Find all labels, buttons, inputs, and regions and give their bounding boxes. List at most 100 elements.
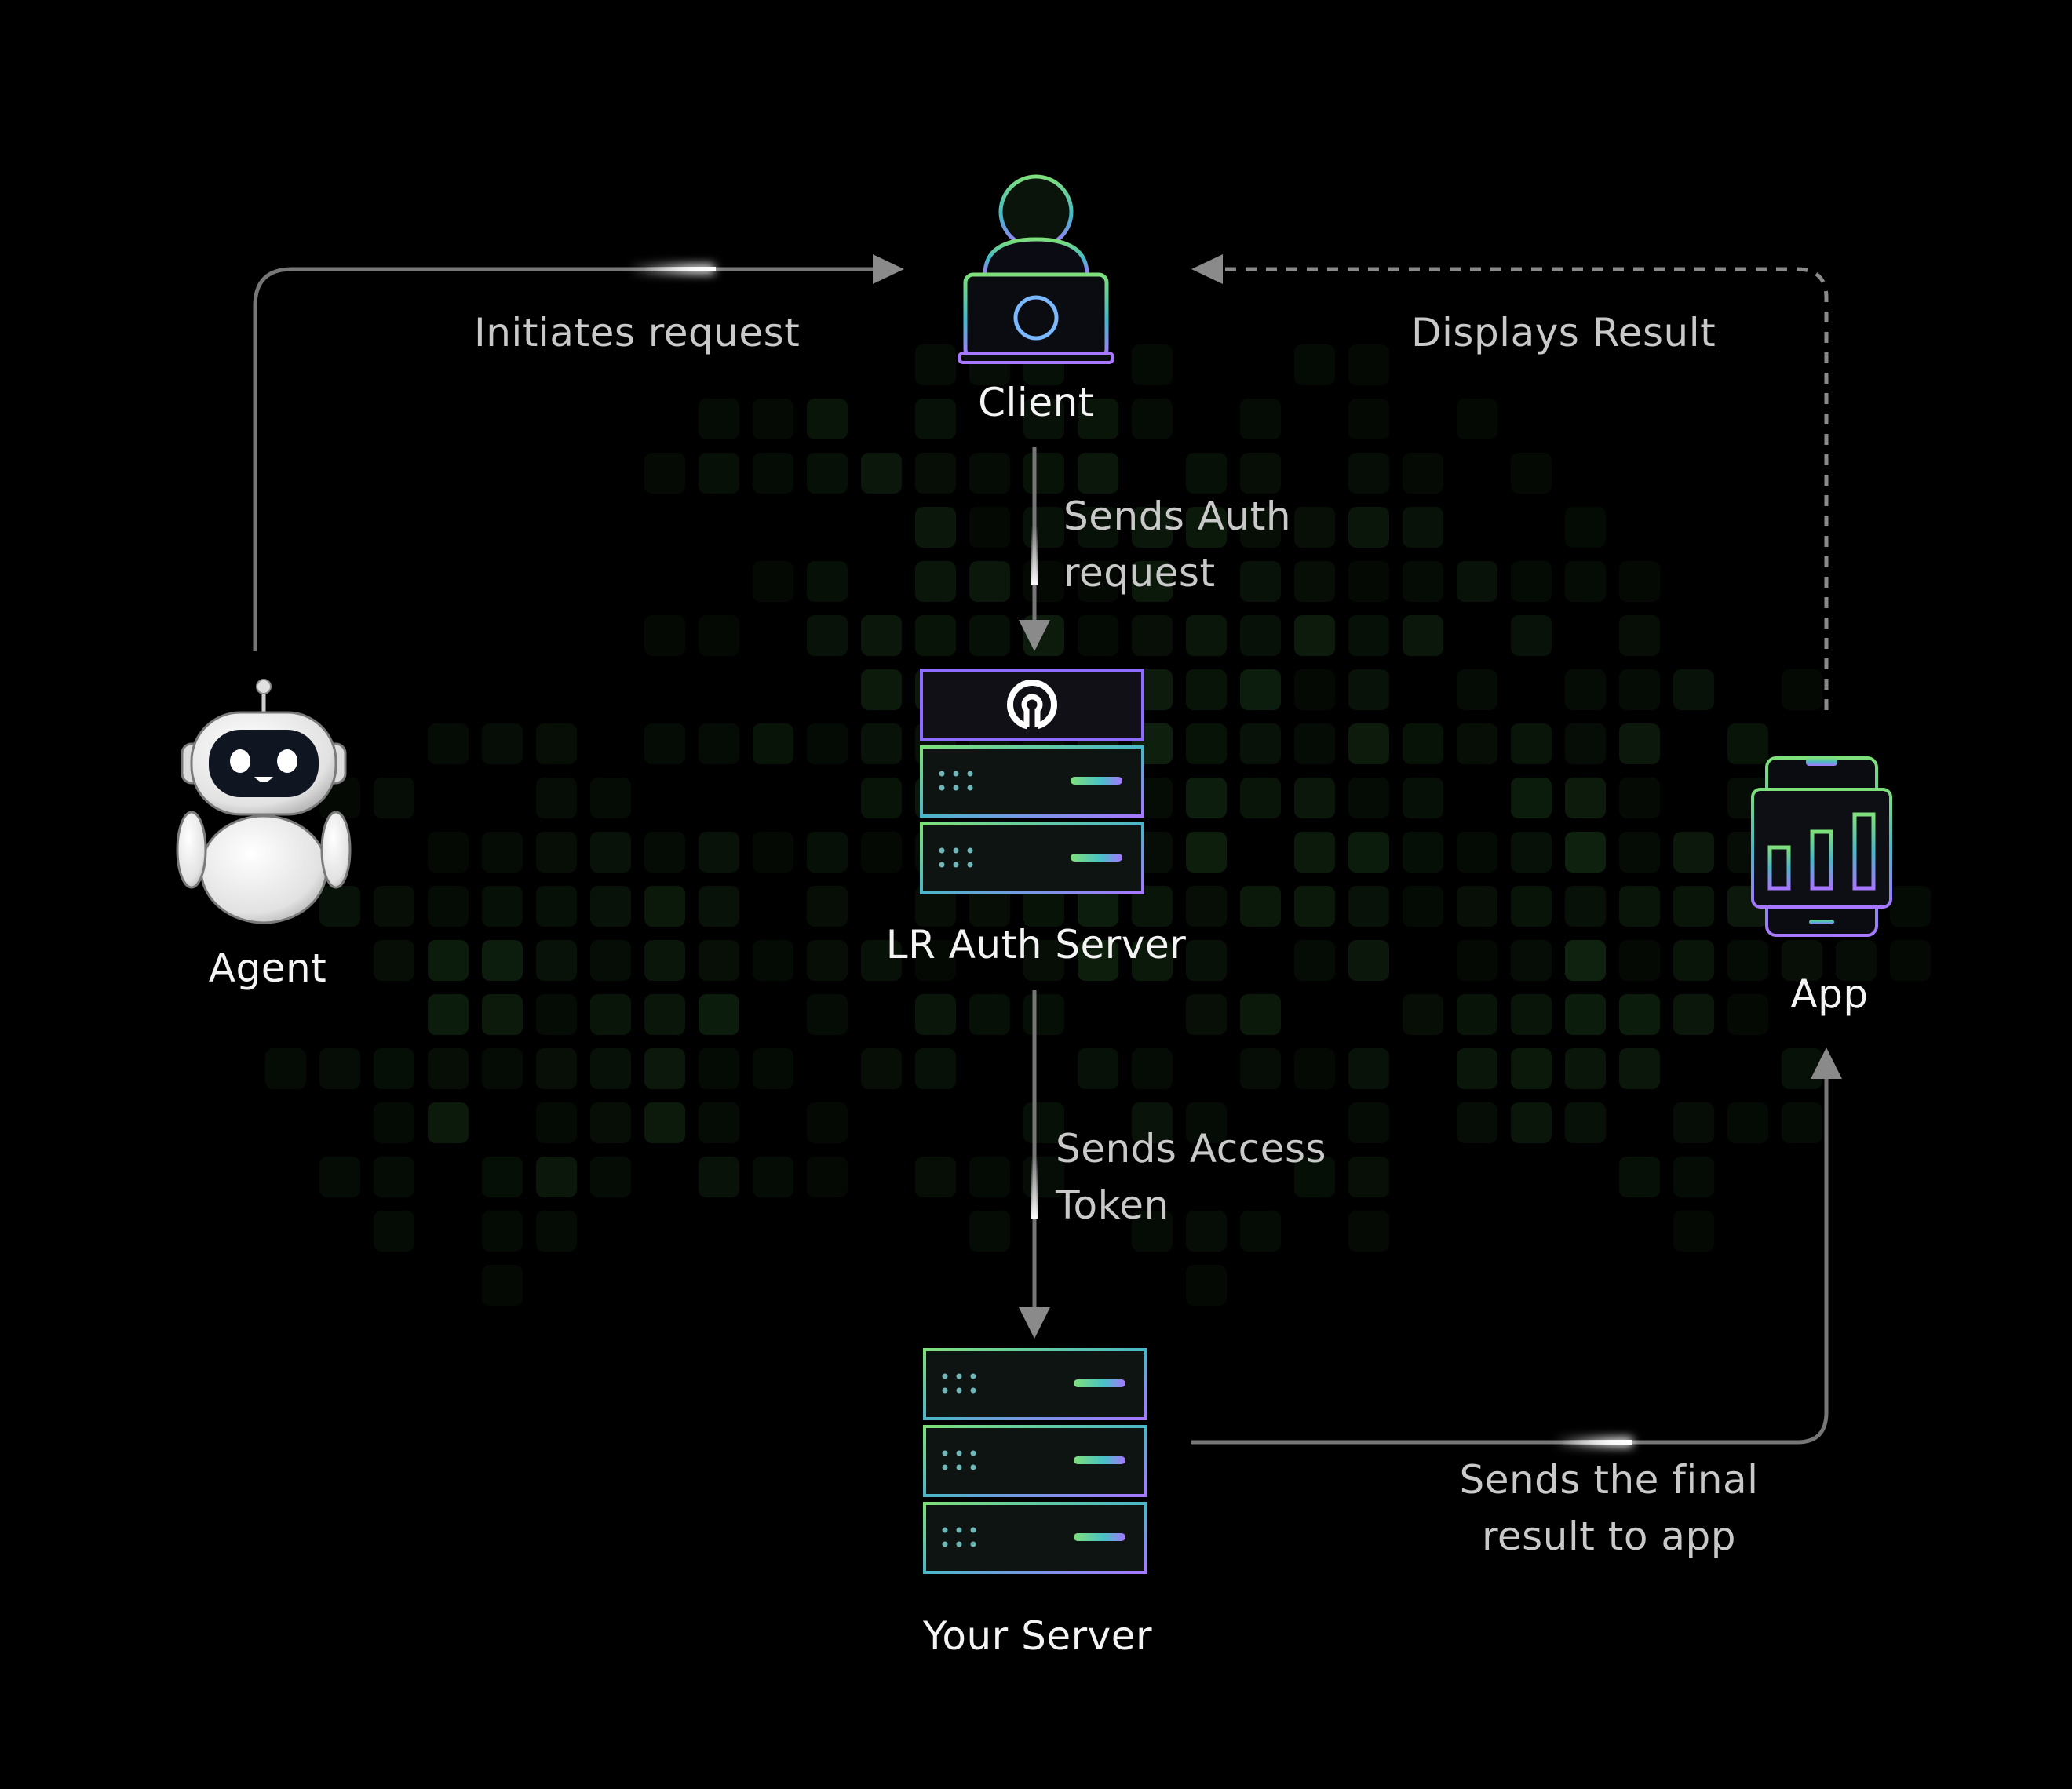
pixel-cell <box>1294 615 1335 656</box>
pixel-cell <box>482 994 523 1035</box>
pixel-cell <box>1240 723 1281 764</box>
pixel-cell <box>1078 886 1118 927</box>
pixel-cell <box>699 615 739 656</box>
pixel-cell <box>1294 886 1335 927</box>
pixel-cell <box>1348 723 1389 764</box>
pixel-cell <box>1294 1048 1335 1089</box>
pixel-cell <box>1619 778 1660 818</box>
pixel-cell <box>1186 1102 1227 1143</box>
pixel-cell <box>807 399 848 439</box>
edge-label-sends-access-token: Sends Access Token <box>1056 1126 1327 1228</box>
arrowhead-to-app <box>1811 1048 1842 1079</box>
edge-label-displays-result: Displays Result <box>1411 310 1716 355</box>
pixel-cell <box>1782 1102 1822 1143</box>
pixel-cell <box>969 561 1010 602</box>
pixel-cell <box>699 886 739 927</box>
pixel-cell <box>536 1157 577 1197</box>
pixel-cell <box>1294 669 1335 710</box>
pixel-cell <box>1565 778 1606 818</box>
pixel-cell <box>915 615 956 656</box>
pixel-cell <box>1294 561 1335 602</box>
app-label: App <box>1790 971 1869 1017</box>
pixel-cell <box>1403 453 1443 494</box>
pixel-cell <box>1403 507 1443 548</box>
pixel-cell <box>374 940 414 981</box>
pixel-cell <box>1565 1048 1606 1089</box>
pixel-cell <box>1403 561 1443 602</box>
pixel-cell <box>1511 1048 1552 1089</box>
pixel-cell <box>969 615 1010 656</box>
pixel-cell <box>915 561 956 602</box>
pixel-cell <box>1186 832 1227 873</box>
pixel-cell <box>861 615 902 656</box>
pixel-cell <box>1565 1102 1606 1143</box>
pixel-cell <box>1348 1102 1389 1143</box>
pixel-cell <box>1727 1102 1768 1143</box>
pixel-cell <box>1565 507 1606 548</box>
pixel-cell <box>1132 615 1173 656</box>
pixel-cell <box>1348 453 1389 494</box>
pixel-cell <box>1186 507 1227 548</box>
server-rack-icon <box>923 1348 1147 1574</box>
pixel-cell <box>1619 723 1660 764</box>
pixel-cell <box>1078 399 1118 439</box>
pixel-cell <box>644 1102 685 1143</box>
pixel-cell <box>1132 507 1173 548</box>
pixel-cell <box>374 1048 414 1089</box>
pixel-cell <box>482 1211 523 1252</box>
pixel-cell <box>1782 669 1822 710</box>
pixel-cell <box>319 1048 360 1089</box>
pixel-cell <box>1565 832 1606 873</box>
pixel-cell <box>807 723 848 764</box>
pixel-cell <box>590 1048 631 1089</box>
pixel-cell <box>1403 832 1443 873</box>
pixel-cell <box>1240 886 1281 927</box>
pixel-cell <box>1890 940 1931 981</box>
pixel-cell <box>536 994 577 1035</box>
pixel-cell <box>1240 994 1281 1035</box>
pixel-cell <box>1727 940 1768 981</box>
pixel-cell <box>1294 507 1335 548</box>
pixel-cell <box>590 886 631 927</box>
pixel-cell <box>1673 1157 1714 1197</box>
pixel-cell <box>1511 453 1552 494</box>
pixel-cell <box>1403 886 1443 927</box>
pixel-cell <box>1348 832 1389 873</box>
pixel-cell <box>915 1157 956 1197</box>
pixel-cell <box>1403 615 1443 656</box>
pixel-cell <box>1348 1048 1389 1089</box>
pixel-cell <box>1457 1102 1497 1143</box>
pixel-cell <box>969 1211 1010 1252</box>
pixel-cell <box>1565 561 1606 602</box>
pixel-cell <box>1186 994 1227 1035</box>
pixel-cell <box>536 723 577 764</box>
pixel-cell <box>1294 778 1335 818</box>
pixel-cell <box>1348 561 1389 602</box>
pixel-cell <box>753 832 793 873</box>
pixel-cell <box>1240 778 1281 818</box>
pixel-cell <box>915 344 956 385</box>
pixel-cell <box>536 1211 577 1252</box>
pixel-cell <box>861 453 902 494</box>
pixel-cell <box>807 453 848 494</box>
pixel-cell <box>536 778 577 818</box>
pixel-cell <box>753 940 793 981</box>
pixel-cell <box>590 1157 631 1197</box>
pixel-cell <box>1132 561 1173 602</box>
pixel-cell <box>1078 507 1118 548</box>
pixel-cell <box>807 561 848 602</box>
pixel-cell <box>1348 940 1389 981</box>
pixel-cell <box>1186 1265 1227 1306</box>
pixel-cell <box>265 1048 306 1089</box>
pixel-cell <box>1078 615 1118 656</box>
pixel-cell <box>861 723 902 764</box>
pixel-cell <box>536 1048 577 1089</box>
edge-label-sends-final-result: Sends the final result to app <box>1459 1457 1759 1559</box>
pixel-cell <box>1348 778 1389 818</box>
pixel-cell <box>1348 615 1389 656</box>
pixel-cell <box>536 1102 577 1143</box>
pixel-cell <box>861 832 902 873</box>
pixel-cell <box>1673 886 1714 927</box>
pixel-cell <box>1619 615 1660 656</box>
pixel-cell <box>1348 507 1389 548</box>
